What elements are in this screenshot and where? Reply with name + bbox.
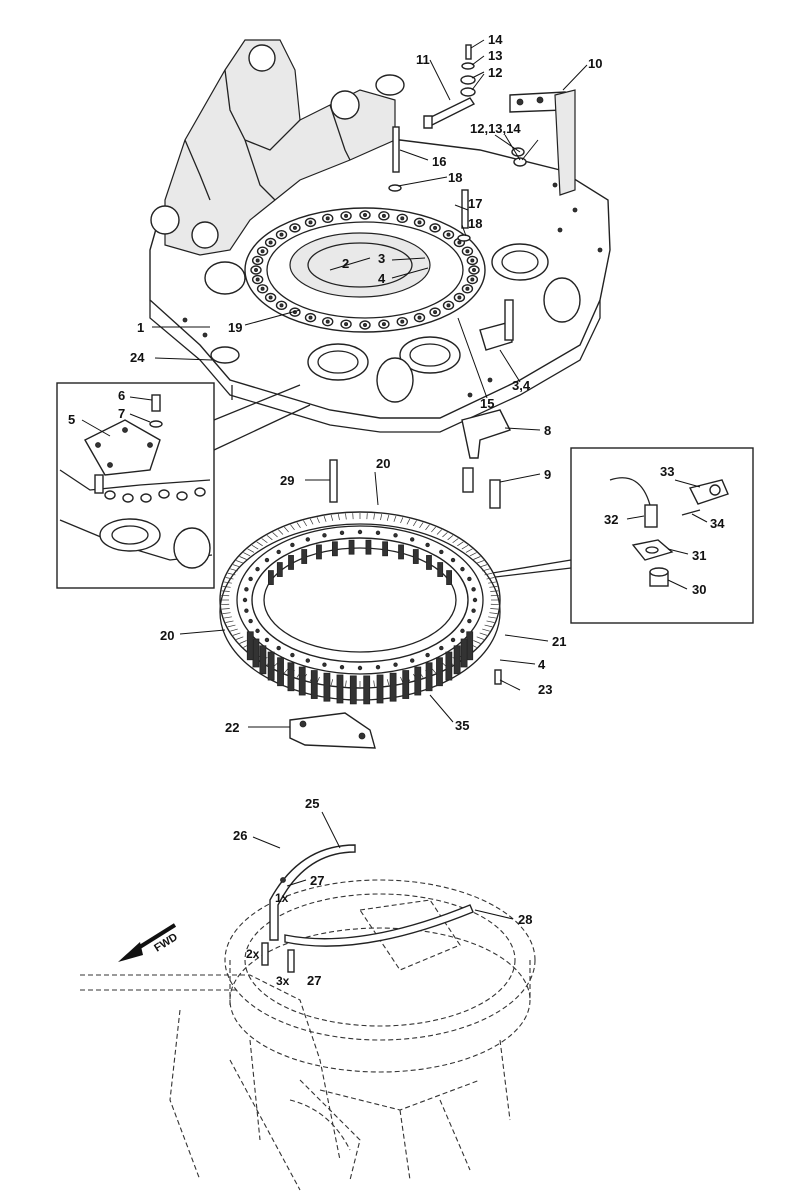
callout-4-b: 4 <box>538 657 546 672</box>
callout-24: 24 <box>130 350 145 365</box>
lower-assembly <box>80 845 535 1190</box>
callout-23: 23 <box>538 682 552 697</box>
callout-30: 30 <box>692 582 706 597</box>
callout-1: 1 <box>137 320 144 335</box>
callout-3-4: 3,4 <box>512 378 531 393</box>
callout-5: 5 <box>68 412 75 427</box>
callout-4-a: 4 <box>378 271 386 286</box>
callout-35: 35 <box>455 718 469 733</box>
callout-27-a: 27 <box>310 873 324 888</box>
callout-28: 28 <box>518 912 532 927</box>
callout-19: 19 <box>228 320 242 335</box>
callout-12-13-14: 12,13,14 <box>470 121 521 136</box>
callout-6: 6 <box>118 388 125 403</box>
callout-10: 10 <box>588 56 602 71</box>
callout-32: 32 <box>604 512 618 527</box>
callout-25: 25 <box>305 796 319 811</box>
qty-2x: 2x <box>246 947 260 961</box>
callout-15: 15 <box>480 396 494 411</box>
callout-8: 8 <box>544 423 551 438</box>
qty-3x: 3x <box>276 974 290 988</box>
slewing-ring <box>220 410 510 748</box>
callout-31: 31 <box>692 548 706 563</box>
callout-34: 34 <box>710 516 725 531</box>
callout-18-b: 18 <box>468 216 482 231</box>
callout-16: 16 <box>432 154 446 169</box>
callout-26: 26 <box>233 828 247 843</box>
callout-13: 13 <box>488 48 502 63</box>
callout-17: 17 <box>468 196 482 211</box>
callout-27-b: 27 <box>307 973 321 988</box>
callout-21: 21 <box>552 634 566 649</box>
callout-14: 14 <box>488 32 503 47</box>
callout-2: 2 <box>342 256 349 271</box>
callout-20-b: 20 <box>160 628 174 643</box>
callout-9: 9 <box>544 467 551 482</box>
callout-12: 12 <box>488 65 502 80</box>
callout-33: 33 <box>660 464 674 479</box>
bolt-item-16 <box>393 127 399 172</box>
callout-3-a: 3 <box>378 251 385 266</box>
callout-7: 7 <box>118 406 125 421</box>
callout-29: 29 <box>280 473 294 488</box>
callout-20-a: 20 <box>376 456 390 471</box>
fwd-arrow: FWD <box>118 925 180 962</box>
callout-11: 11 <box>416 52 430 67</box>
qty-1x: 1x <box>275 891 289 905</box>
callout-22: 22 <box>225 720 239 735</box>
callout-18-a: 18 <box>448 170 462 185</box>
